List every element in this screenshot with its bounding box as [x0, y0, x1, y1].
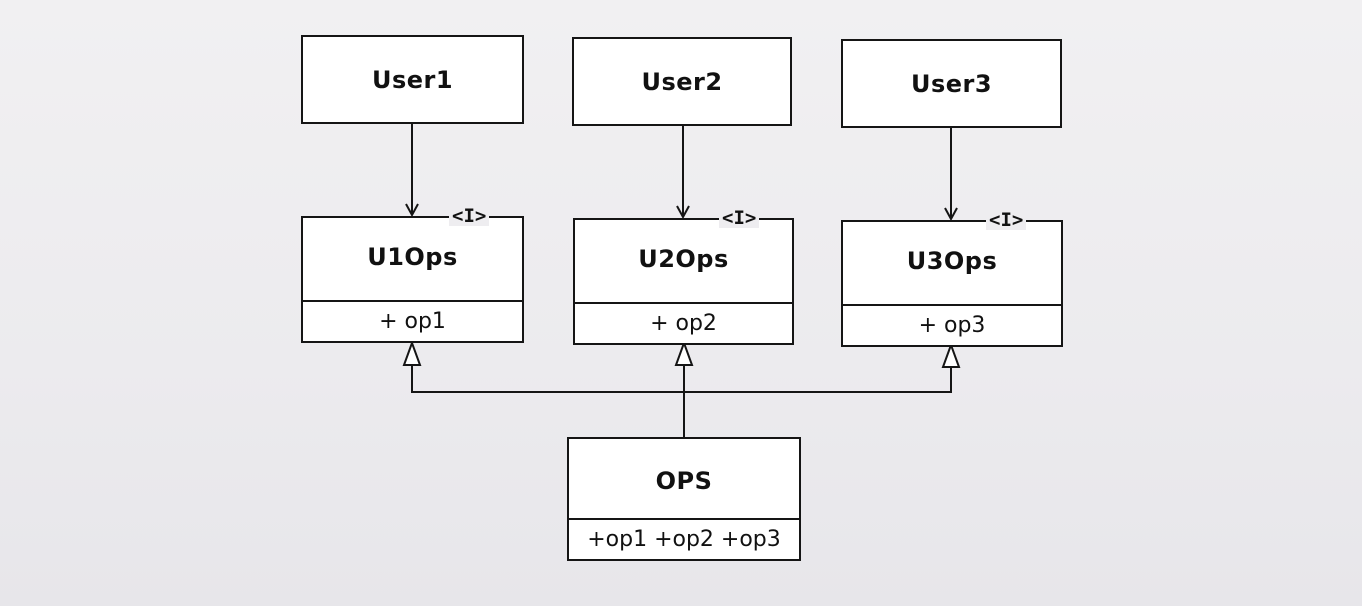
u3ops-operations-row: + op3	[843, 304, 1061, 345]
u3ops-realization-triangle	[941, 342, 961, 368]
u3ops-operation: + op3	[918, 313, 986, 338]
user1-label: User1	[371, 65, 454, 94]
user3-label: User3	[910, 69, 993, 98]
u1ops-operation: + op1	[379, 309, 446, 334]
u1ops-name: U1Ops	[367, 243, 458, 271]
ops-name: OPS	[655, 466, 713, 495]
u3ops-name: U3Ops	[906, 247, 998, 275]
user1-box: User1	[301, 35, 524, 124]
u3ops-stereotype: <I>	[986, 210, 1027, 230]
u1ops-operations-row: + op1	[303, 300, 522, 341]
u1ops-stereotype: <I>	[449, 206, 490, 226]
u2ops-operation: + op2	[650, 311, 717, 336]
user2-box: User2	[572, 37, 792, 126]
u2ops-operations-row: + op2	[575, 302, 792, 343]
u3ops-interface-box: U3Ops + op3	[841, 220, 1063, 347]
user2-label: User2	[641, 67, 723, 96]
realization-connector	[411, 365, 952, 393]
u2ops-realization-triangle	[674, 340, 694, 366]
u2ops-interface-box: U2Ops + op2	[573, 218, 794, 345]
u1ops-realization-triangle	[402, 340, 422, 366]
ops-class-box: OPS +op1 +op2 +op3	[567, 437, 801, 561]
u2ops-stereotype: <I>	[719, 208, 760, 228]
user3-box: User3	[841, 39, 1062, 128]
u2ops-name: U2Ops	[638, 245, 729, 273]
ops-operations: +op1 +op2 +op3	[587, 527, 781, 552]
ops-operations-row: +op1 +op2 +op3	[569, 518, 799, 559]
u1ops-interface-box: U1Ops + op1	[301, 216, 524, 343]
